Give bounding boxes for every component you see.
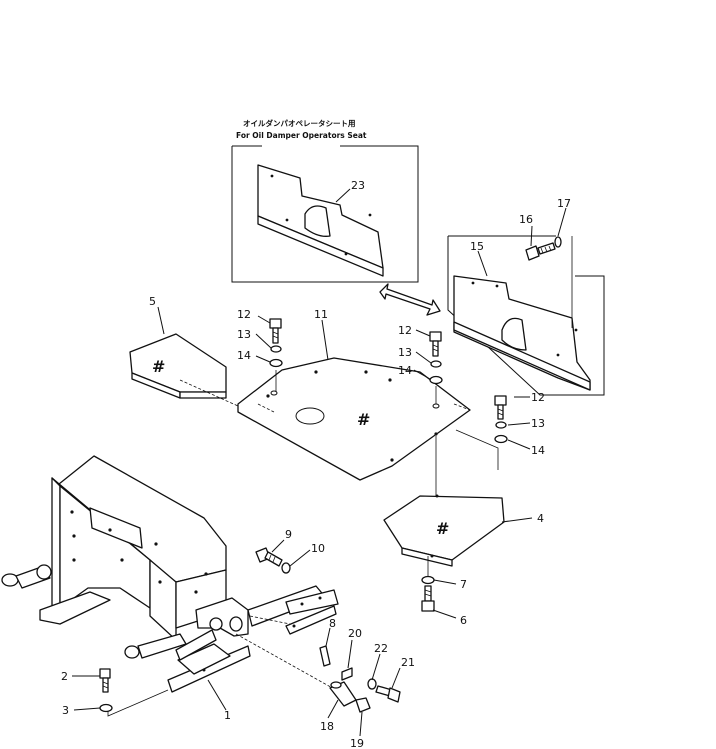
callout-19: 19 xyxy=(350,737,364,749)
callout-2: 2 xyxy=(61,670,68,683)
part-9-bolt xyxy=(255,547,283,567)
part-13-washer-left xyxy=(270,345,282,353)
part-12-bolt-center xyxy=(429,331,442,357)
callout-16: 16 xyxy=(519,213,533,226)
callout-12-center: 12 xyxy=(398,324,412,337)
alignment-lines xyxy=(179,370,499,576)
callout-13-right: 13 xyxy=(531,417,545,430)
callout-12-right: 12 xyxy=(531,391,545,404)
marker-hash-part-4: # xyxy=(436,519,449,538)
callout-8: 8 xyxy=(329,617,336,630)
marker-hash-part-5: # xyxy=(152,357,165,376)
callout-22: 22 xyxy=(374,642,388,655)
part-14-washer-center xyxy=(429,375,443,385)
callout-10: 10 xyxy=(311,542,325,555)
callout-7: 7 xyxy=(460,578,467,591)
part-2-bolt xyxy=(99,668,111,693)
frame-assembly xyxy=(1,455,227,641)
part-8-pin xyxy=(319,645,331,667)
part-21-bolt xyxy=(375,685,401,703)
part-11-floor-plate: # xyxy=(237,357,471,481)
callout-14-left: 14 xyxy=(237,349,251,362)
part-13-washer-center xyxy=(430,360,442,368)
callout-21: 21 xyxy=(401,656,415,669)
callout-14-center: 14 xyxy=(398,364,412,377)
interchange-arrow xyxy=(379,283,441,316)
part-12-bolt-right xyxy=(494,395,507,420)
callout-6: 6 xyxy=(460,614,467,627)
callout-17: 17 xyxy=(557,197,571,210)
part-12-bolt-left xyxy=(269,318,282,344)
callout-3: 3 xyxy=(62,704,69,717)
inset-note-english: For Oil Damper Operators Seat xyxy=(236,131,367,140)
part-4-plate: # xyxy=(383,494,505,567)
part-22-washer xyxy=(367,678,377,690)
part-19-nut xyxy=(355,697,371,713)
callout-5: 5 xyxy=(149,295,156,308)
part-5-cover: # xyxy=(129,333,227,399)
callout-9: 9 xyxy=(285,528,292,541)
part-14-washer-left xyxy=(269,358,283,368)
part-13-washer-right xyxy=(495,421,507,429)
callout-13-left: 13 xyxy=(237,328,251,341)
part-20-clip xyxy=(341,667,353,681)
callout-13-center: 13 xyxy=(398,346,412,359)
part-16-bolt xyxy=(525,242,556,261)
callout-20: 20 xyxy=(348,627,362,640)
part-17-lockwasher xyxy=(554,236,562,248)
callout-1: 1 xyxy=(224,709,231,722)
inset-oil-damper-cover xyxy=(231,145,419,283)
callout-11: 11 xyxy=(314,308,328,321)
callout-18: 18 xyxy=(320,720,334,733)
marker-hash-part-11: # xyxy=(357,410,370,429)
callout-12-left: 12 xyxy=(237,308,251,321)
part-14-washer-right xyxy=(494,434,508,444)
part-7-washer xyxy=(421,575,435,585)
callout-4: 4 xyxy=(537,512,544,525)
part-1-bracket xyxy=(107,585,339,717)
part-3-washer xyxy=(99,703,113,713)
callout-labels: 1 2 3 4 5 6 7 8 9 10 11 12 13 14 12 13 1… xyxy=(61,179,571,749)
callout-15: 15 xyxy=(470,240,484,253)
inset-note-japanese: オイルダンパオペレータシート用 xyxy=(243,118,356,128)
part-10-washer xyxy=(281,562,291,574)
part-18-pin xyxy=(329,681,357,707)
part-15-cover xyxy=(447,235,605,396)
part-6-bolt xyxy=(421,585,435,612)
callout-14-right: 14 xyxy=(531,444,545,457)
callout-23: 23 xyxy=(351,179,365,192)
leader-lines xyxy=(72,188,567,737)
